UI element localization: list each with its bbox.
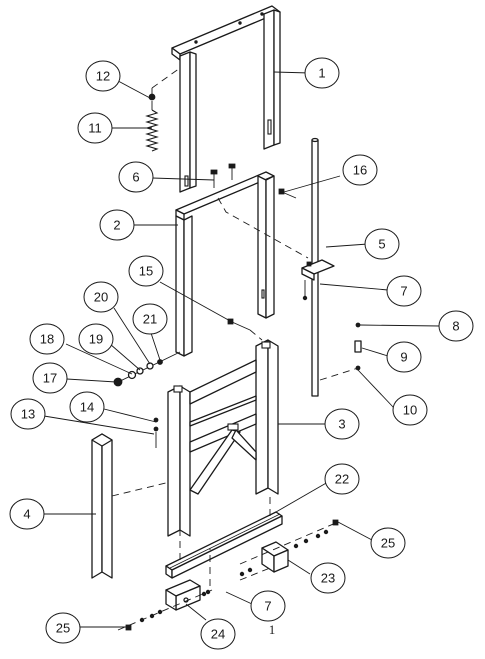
callout-7-upper: 7	[386, 275, 422, 307]
callout-4: 4	[9, 498, 45, 530]
svg-text:12: 12	[96, 69, 110, 84]
hardware-stack-17-21	[113, 351, 181, 387]
callout-14: 14	[69, 391, 105, 423]
callout-24: 24	[200, 618, 236, 650]
callout-7-lower: 7	[250, 590, 286, 622]
dashed-assembly-line	[249, 329, 263, 341]
callout-9: 9	[386, 341, 422, 373]
svg-text:6: 6	[132, 170, 139, 185]
svg-text:15: 15	[139, 264, 153, 279]
svg-text:10: 10	[403, 403, 417, 418]
callout-8: 8	[438, 310, 474, 342]
svg-text:22: 22	[335, 472, 349, 487]
svg-text:3: 3	[338, 417, 345, 432]
part-24-bracket	[165, 579, 201, 611]
part-12-screw	[148, 88, 156, 101]
callout-1: 1	[304, 57, 340, 89]
callout-2: 2	[99, 209, 135, 241]
svg-text:8: 8	[452, 319, 459, 334]
svg-text:23: 23	[321, 571, 335, 586]
svg-text:25: 25	[56, 621, 70, 636]
svg-text:20: 20	[94, 290, 108, 305]
svg-text:13: 13	[21, 407, 35, 422]
svg-text:7: 7	[400, 284, 407, 299]
svg-text:25: 25	[381, 536, 395, 551]
callout-5: 5	[364, 228, 400, 260]
callout-12: 12	[85, 60, 121, 92]
part-5-bracket	[301, 259, 335, 301]
callout-6: 6	[118, 161, 154, 193]
callout-25-right: 25	[370, 527, 406, 559]
part-22-base-rail	[165, 511, 283, 579]
callout-11: 11	[77, 112, 113, 144]
part-1-upper-slide-frame	[171, 5, 281, 193]
callout-10: 10	[392, 394, 428, 426]
svg-text:4: 4	[23, 507, 30, 522]
dashed-assembly-line	[151, 67, 181, 89]
svg-text:11: 11	[88, 121, 102, 136]
callout-23: 23	[310, 562, 346, 594]
part-15-bolt	[227, 318, 251, 331]
callout-22: 22	[324, 463, 360, 495]
svg-text:2: 2	[113, 218, 120, 233]
svg-text:14: 14	[80, 400, 94, 415]
part-25-bolts-right	[239, 519, 339, 581]
svg-text:1: 1	[318, 66, 325, 81]
part-8-9-10-hardware	[354, 322, 362, 371]
dashed-assembly-line	[319, 367, 359, 381]
dashed-assembly-line	[111, 481, 171, 497]
callout-20: 20	[83, 281, 119, 313]
callout-17: 17	[32, 362, 68, 394]
part-23-bracket	[261, 541, 289, 573]
part-11-spring	[145, 101, 159, 152]
callout-19: 19	[78, 323, 114, 355]
callout-15: 15	[128, 255, 164, 287]
svg-text:18: 18	[40, 332, 54, 347]
part-16-bolt	[278, 188, 297, 199]
part-3-lower-frame	[167, 339, 279, 537]
svg-text:21: 21	[143, 312, 157, 327]
callout-18: 18	[29, 323, 65, 355]
callout-3: 3	[324, 408, 360, 440]
part-4-post	[91, 433, 113, 579]
part-25-bolts-left	[117, 589, 213, 631]
svg-text:24: 24	[211, 627, 225, 642]
dashed-assembly-line	[217, 197, 309, 259]
svg-text:17: 17	[43, 371, 57, 386]
callout-25-left: 25	[45, 612, 81, 644]
svg-text:5: 5	[378, 237, 385, 252]
part-2-middle-frame	[175, 171, 275, 357]
svg-text:9: 9	[400, 350, 407, 365]
callout-16: 16	[342, 154, 378, 186]
page-number: 1	[269, 622, 276, 637]
svg-text:7: 7	[264, 599, 271, 614]
callout-21: 21	[132, 303, 168, 335]
part-13-pin	[153, 426, 159, 448]
callout-13: 13	[10, 398, 46, 430]
svg-text:16: 16	[353, 163, 367, 178]
svg-text:19: 19	[89, 332, 103, 347]
part-6-bolt	[210, 163, 236, 188]
